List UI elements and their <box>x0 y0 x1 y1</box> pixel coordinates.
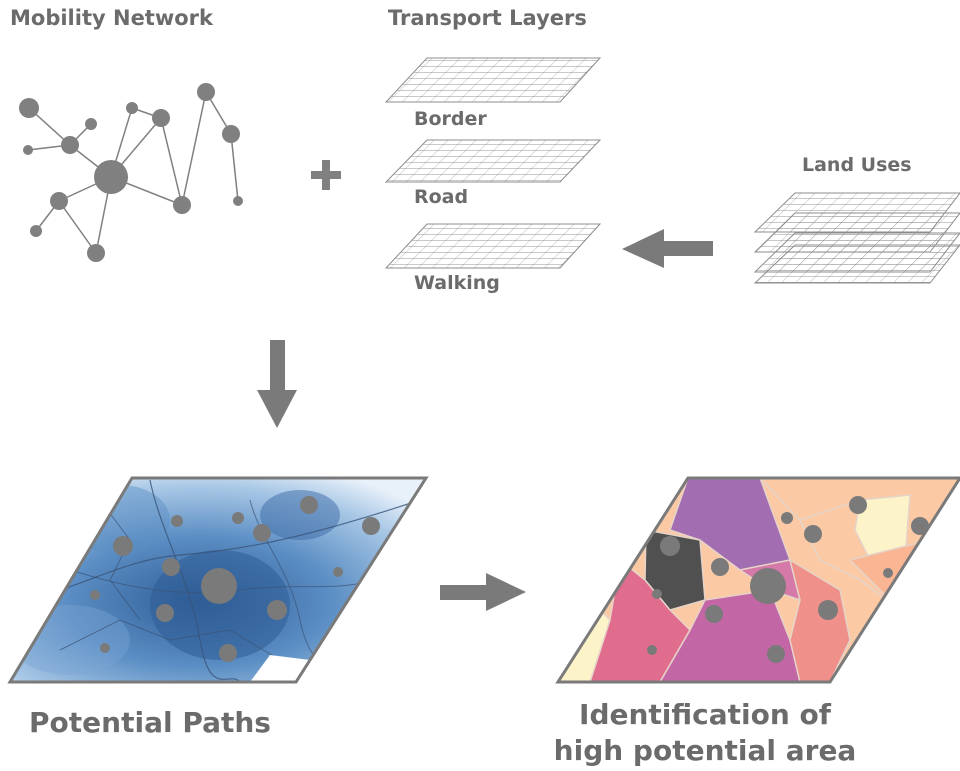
identification-caption-line1: Identification of <box>579 698 831 731</box>
layer-label-walking: Walking <box>414 272 500 294</box>
identification-caption-line2: high potential area <box>553 734 857 767</box>
transport-layers-title: Transport Layers <box>388 6 587 30</box>
plus-icon <box>311 160 341 190</box>
mobility-network-title: Mobility Network <box>10 6 213 30</box>
arrow-right-icon <box>440 573 526 611</box>
high-potential-nodes <box>647 496 929 663</box>
arrow-down-icon <box>257 340 297 428</box>
layer-label-border: Border <box>414 108 487 130</box>
land-uses-stack <box>753 192 960 284</box>
potential-paths-caption: Potential Paths <box>29 706 271 739</box>
transport-layer-border <box>384 57 602 103</box>
mobility-network-graph <box>19 83 243 262</box>
high-potential-area-map <box>555 476 960 684</box>
potential-paths-map <box>7 476 429 684</box>
transport-layer-road <box>384 139 602 183</box>
network-edges <box>27 91 239 254</box>
arrow-left-icon <box>622 229 713 268</box>
network-nodes <box>19 83 243 262</box>
land-uses-title: Land Uses <box>802 154 912 176</box>
potential-paths-nodes <box>90 496 380 662</box>
layer-label-road: Road <box>414 186 469 208</box>
transport-layer-walking <box>384 223 602 269</box>
